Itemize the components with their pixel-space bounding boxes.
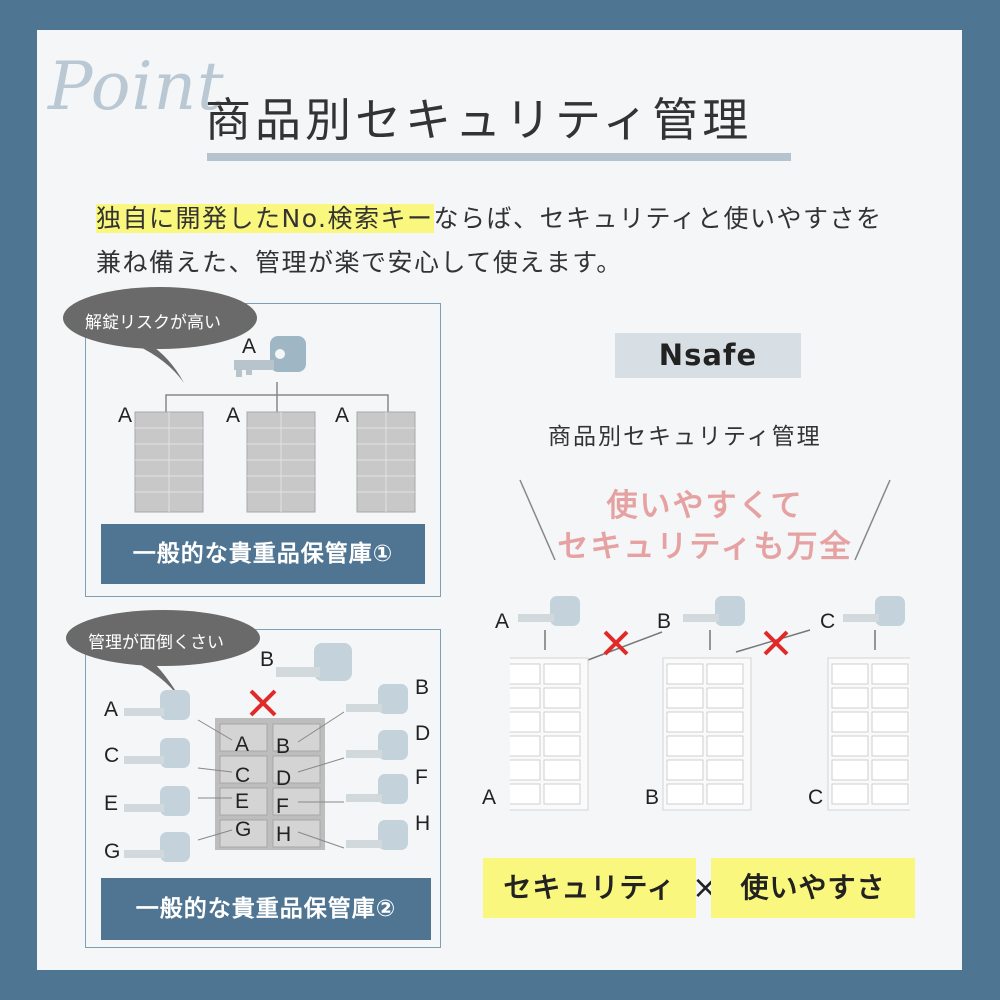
door-label: G: [235, 818, 252, 841]
door-label: H: [276, 823, 292, 846]
cabinet-label: A: [226, 404, 241, 427]
nsafe-diagram: [510, 596, 910, 811]
door-label: C: [235, 764, 251, 787]
key-icon: [234, 336, 306, 377]
bubble-text-2: 管理が面倒くさい: [88, 633, 224, 653]
nsafe-key-label: A: [495, 610, 510, 633]
top-key-label: B: [260, 648, 275, 671]
key-icon: [276, 643, 352, 681]
title-underline: [207, 153, 791, 161]
right-key-label: H: [415, 812, 431, 835]
panel-general-safe-2: [85, 629, 441, 948]
page-title: 商品別セキュリティ管理: [205, 93, 753, 147]
decorative-slashes: [519, 479, 891, 561]
usability-box: 使いやすさ: [711, 858, 915, 918]
key-label-a: A: [242, 335, 257, 358]
connector-lines-1: [165, 382, 389, 412]
nsafe-cabinet-label: B: [645, 786, 660, 809]
door-label: E: [235, 790, 250, 813]
cabinet-label: A: [118, 404, 133, 427]
door-label: F: [276, 795, 289, 818]
left-key-label: A: [104, 698, 119, 721]
left-key-label: G: [104, 840, 121, 863]
script-heading: Point: [48, 48, 225, 125]
nsafe-cabinet-label: A: [482, 786, 497, 809]
bubble-text-1: 解錠リスクが高い: [85, 313, 221, 333]
door-label: B: [276, 735, 291, 758]
caption-general-safe-2: 一般的な貴重品保管庫②: [101, 878, 431, 940]
security-box: セキュリティ: [483, 858, 696, 918]
left-key-label: E: [104, 792, 119, 815]
nsafe-key-label: C: [820, 610, 836, 633]
pink-tagline-1: 使いやすくて: [606, 488, 804, 524]
nsafe-key-label: B: [657, 610, 672, 633]
cabinet-label: A: [335, 404, 350, 427]
right-key-label: B: [415, 676, 430, 699]
door-label: A: [235, 733, 250, 756]
speech-bubble-2: [66, 610, 260, 703]
door-label: D: [276, 767, 292, 790]
pink-tagline-2: セキュリティも万全: [557, 529, 853, 565]
caption-general-safe-1: 一般的な貴重品保管庫①: [101, 524, 425, 584]
speech-bubble-1: [63, 287, 257, 383]
gray-cabinets: [134, 411, 416, 513]
red-cross-icon: [249, 689, 277, 717]
key-icons-panel2: [124, 684, 408, 862]
left-key-label: C: [104, 744, 120, 767]
intro-highlight: 独自に開発したNo.検索キー: [96, 204, 434, 233]
right-key-label: F: [415, 766, 428, 789]
right-subtitle: 商品別セキュリティ管理: [548, 424, 822, 450]
right-key-label: D: [415, 722, 431, 745]
nsafe-cabinet-label: C: [808, 786, 824, 809]
brand-nsafe: Nsafe: [615, 333, 801, 378]
intro-line-2: 兼ね備えた、管理が楽で安心して使えます。: [96, 248, 623, 277]
intro-line1-rest: ならば、セキュリティと使いやすさを: [433, 204, 883, 233]
intro-line-1: 独自に開発したNo.検索キーならば、セキュリティと使いやすさを: [96, 199, 883, 235]
panel-general-safe-1: [85, 303, 441, 597]
